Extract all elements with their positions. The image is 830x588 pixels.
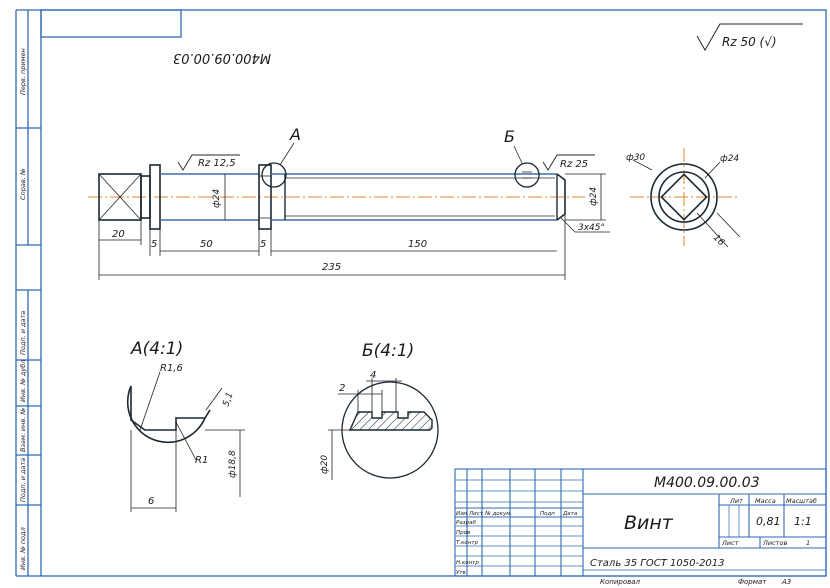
dim-5b: 5 [260, 239, 266, 250]
margin-vzam-inv: Взам. инв. № [19, 408, 27, 452]
title-block: М400.09.00.03 Винт Сталь 35 ГОСТ 1050-20… [454, 468, 827, 586]
margin-inv-dubl: Инв. № дубл [19, 360, 27, 402]
tb-row-utv: Утв [456, 570, 466, 576]
tb-sheet-label: Лист [721, 539, 739, 547]
general-surface-finish: Rz 50 (√) [696, 23, 803, 52]
tb-col-date: Дата [562, 511, 578, 517]
margin-perv-primen: Перв. примен [19, 48, 27, 95]
end-view: ф30 ф24 16 [626, 148, 741, 248]
shaft-main-view: А Б Rz 12,5 Rz 25 [88, 125, 595, 230]
dim-4: 4 [370, 370, 376, 381]
tb-sheets-label: Листов [762, 539, 787, 547]
tb-kopiroval: Копировал [600, 578, 641, 586]
dim-chamfer: 3x45° [578, 223, 605, 233]
dim-phi24a: ф24 [212, 189, 222, 208]
top-left-designation-box: М400.09.00.03 [40, 9, 271, 65]
dim-phi24c: ф24 [720, 154, 739, 164]
tb-mass-value: 0,81 [756, 515, 781, 528]
dim-r16: R1,6 [160, 363, 183, 374]
tb-col-docnum: № докум. [484, 511, 512, 517]
tb-col-izm: Изм [456, 511, 467, 517]
tb-format-value: А3 [781, 578, 791, 586]
dim-16: 16 [711, 233, 726, 248]
margin-labels: Перв. примен Справ. № Подп. и дата Инв. … [19, 48, 27, 570]
dim-phi24b: ф24 [589, 187, 599, 206]
tb-hdr-mass: Масса [755, 497, 776, 505]
detail-b: Б(4:1) 2 4 ф20 [320, 341, 439, 480]
dim-phi20: ф20 [320, 455, 330, 474]
sheet-frame [15, 9, 827, 577]
dim-phi18-8: ф18,8 [228, 450, 238, 478]
finish-right-label: Rz 25 [560, 159, 588, 170]
callout-a: А [289, 125, 301, 144]
tb-scale-value: 1:1 [794, 515, 812, 528]
dim-2: 2 [339, 383, 345, 394]
tb-hdr-scale: Масштаб [786, 497, 817, 505]
detail-a: А(4:1) 6 R1,6 R1 ф18,8 5,1 [126, 339, 245, 512]
dim-50: 50 [200, 239, 213, 250]
detail-a-title: А(4:1) [130, 339, 183, 359]
dim-150: 150 [408, 239, 427, 250]
dim-phi30: ф30 [626, 153, 645, 163]
dim-6: 6 [148, 496, 154, 507]
tb-hdr-lit: Лит [729, 497, 743, 505]
tb-row-nkontr: Н.контр [456, 560, 479, 566]
tb-row-tkontr: Т.контр [456, 540, 479, 546]
margin-podp-data-2: Подп. и дата [19, 458, 27, 502]
detail-b-title: Б(4:1) [362, 341, 414, 361]
dim-20: 20 [112, 229, 125, 240]
tb-col-sign: Подп [540, 511, 555, 517]
tb-format-label: Формат [738, 578, 767, 586]
margin-inv-podl: Инв. № подл [19, 527, 27, 570]
callout-b: Б [504, 127, 515, 146]
main-dimensions: 20 5 50 5 150 235 ф24 ф24 3x45° [98, 173, 610, 280]
finish-general-label: Rz 50 (√) [722, 35, 777, 49]
tb-row-prov: Пров [456, 530, 470, 536]
tb-col-list: Лист [468, 511, 484, 517]
dim-235: 235 [322, 262, 341, 273]
dim-5a: 5 [151, 239, 157, 250]
tb-material: Сталь 35 ГОСТ 1050-2013 [590, 558, 725, 569]
dim-r1: R1 [195, 455, 208, 466]
tb-row-razrab: Разраб [456, 520, 476, 526]
tb-part-name: Винт [624, 512, 674, 534]
tb-designation: М400.09.00.03 [654, 475, 760, 491]
designation-mirrored: М400.09.00.03 [173, 50, 271, 65]
finish-left-label: Rz 12,5 [198, 158, 236, 169]
tb-sheets-count: 1 [806, 539, 810, 547]
margin-sprav-no: Справ. № [19, 168, 27, 200]
margin-podp-data-1: Подп. и дата [19, 311, 27, 355]
dim-5-1: 5,1 [221, 391, 235, 408]
